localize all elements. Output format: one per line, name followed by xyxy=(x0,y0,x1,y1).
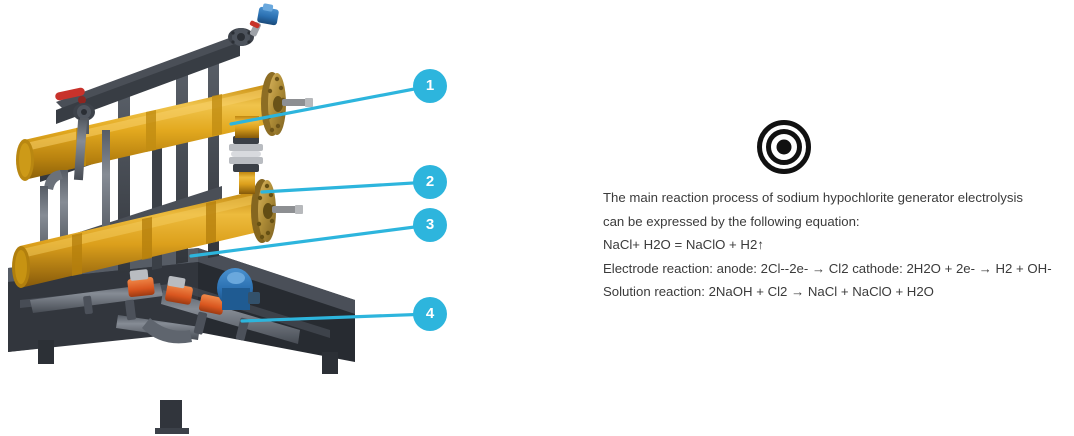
description-line-5: Solution reaction: 2NaOH + Cl2 → NaCl + … xyxy=(603,284,934,299)
callout-badge-1[interactable]: 1 xyxy=(413,69,447,103)
product-image xyxy=(0,0,420,436)
callout-badge-4[interactable]: 4 xyxy=(413,297,447,331)
description-line-4: Electrode reaction: anode: 2Cl--2e- → Cl… xyxy=(603,260,1052,276)
callout-badge-2[interactable]: 2 xyxy=(413,165,447,199)
reaction-description: The main reaction process of sodium hypo… xyxy=(603,186,1073,304)
actuated-valve-group xyxy=(28,252,225,315)
info-panel: The main reaction process of sodium hypo… xyxy=(595,0,1074,436)
blue-pump-device xyxy=(217,268,260,310)
callout-badge-3[interactable]: 3 xyxy=(413,208,447,242)
sodium-hypochlorite-generator-illustration xyxy=(8,3,355,434)
description-line-2: can be expressed by the following equati… xyxy=(603,213,860,229)
description-line-1: The main reaction process of sodium hypo… xyxy=(603,190,1024,205)
concentric-circles-icon xyxy=(757,120,811,174)
lower-electrolysis-tube xyxy=(12,179,303,288)
base-piping xyxy=(30,283,300,344)
description-line-3: NaCl+ H2O = NaClO + H2↑ xyxy=(603,237,764,252)
top-valve-actuator xyxy=(228,3,279,46)
upper-electrolysis-tube xyxy=(16,72,313,181)
